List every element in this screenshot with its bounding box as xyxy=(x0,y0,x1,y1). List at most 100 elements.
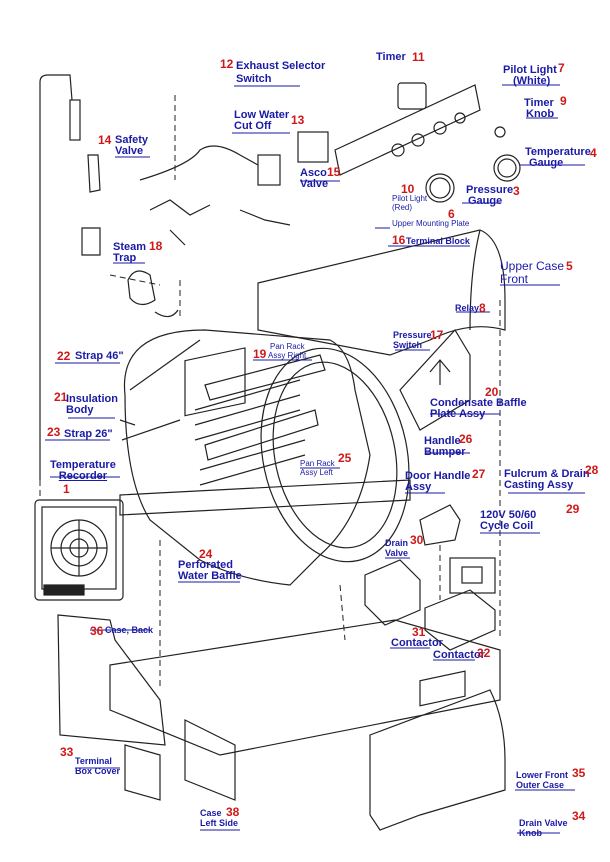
condensate-baffle xyxy=(399,329,471,431)
case-back xyxy=(57,614,166,746)
strap-26 xyxy=(121,419,181,441)
number-13: 13 xyxy=(291,113,305,127)
upper-case-front xyxy=(257,229,506,356)
piping xyxy=(139,145,291,246)
number-25: 25 xyxy=(338,451,352,465)
number-24: 24 xyxy=(199,547,213,561)
label-strap-46: Strap 46" xyxy=(75,350,124,362)
temperature-gauge-drawing xyxy=(493,154,521,182)
strap-46 xyxy=(119,339,201,426)
number-3: 3 xyxy=(513,184,520,198)
number-6: 6 xyxy=(448,207,455,221)
label-upper-mounting-plate: Upper Mounting Plate xyxy=(392,219,470,228)
number-35: 35 xyxy=(572,766,586,780)
number-16: 16 xyxy=(392,233,406,247)
label-pilot-light-red: Pilot Light(Red) xyxy=(392,194,428,212)
case-left-side xyxy=(184,719,236,801)
number-30: 30 xyxy=(410,533,424,547)
number-34: 34 xyxy=(572,809,586,823)
number-38: 38 xyxy=(226,805,240,819)
number-23: 23 xyxy=(47,425,61,439)
temperature-recorder-drawing xyxy=(34,499,124,601)
upper-mounting-plate xyxy=(334,84,481,176)
coil-box xyxy=(449,557,496,594)
low-water-cutoff-drawing xyxy=(297,131,329,163)
number-31: 31 xyxy=(412,625,426,639)
base-tray xyxy=(109,619,501,756)
pan-rack-left xyxy=(204,409,319,461)
contactor-31 xyxy=(364,559,421,626)
contactor-32 xyxy=(424,589,496,651)
label-pilot-light-white: Pilot Light(White) xyxy=(503,64,557,87)
label-contactor-31: Contactor xyxy=(391,637,443,649)
number-11: 11 xyxy=(412,50,425,64)
number-17: 17 xyxy=(430,328,444,342)
label-timer: Timer xyxy=(376,51,406,63)
number-19: 19 xyxy=(253,347,267,361)
terminal-box-cover xyxy=(124,744,161,801)
number-36: 36 xyxy=(90,624,104,638)
steam-trap-drawing xyxy=(127,270,179,318)
number-21: 21 xyxy=(54,390,68,404)
number-10: 10 xyxy=(401,182,415,196)
number-12: 12 xyxy=(220,57,234,71)
fulcrum-casting xyxy=(419,504,461,546)
number-15: 15 xyxy=(327,165,341,179)
number-26: 26 xyxy=(459,432,473,446)
pan-rack-right xyxy=(204,354,326,401)
number-27: 27 xyxy=(472,467,486,481)
number-4: 4 xyxy=(590,146,597,160)
number-5: 5 xyxy=(566,259,573,273)
asco-valve-drawing xyxy=(257,154,281,186)
number-14: 14 xyxy=(98,133,112,147)
label-case-back: Case, Back xyxy=(105,625,154,635)
safety-valve-drawing xyxy=(81,154,101,256)
number-29: 29 xyxy=(566,502,580,516)
number-9: 9 xyxy=(560,94,567,108)
number-7: 7 xyxy=(558,61,565,75)
label-contactor-32: Contactor xyxy=(433,649,485,661)
label-terminal-block: Terminal Block xyxy=(406,236,470,246)
number-8: 8 xyxy=(479,301,486,315)
number-32: 32 xyxy=(477,646,491,660)
number-28: 28 xyxy=(585,463,599,477)
chamber-body xyxy=(123,329,371,586)
timer-drawing xyxy=(397,82,427,110)
label-strap-26: Strap 26" xyxy=(64,428,113,440)
number-22: 22 xyxy=(57,349,71,363)
number-18: 18 xyxy=(149,239,163,253)
chamber-door-opening xyxy=(260,347,410,563)
base-frame xyxy=(119,479,411,516)
lower-front-outer-case xyxy=(369,689,506,831)
number-33: 33 xyxy=(60,745,74,759)
number-1: 1 xyxy=(63,482,70,496)
label-relay: Relay xyxy=(455,303,480,313)
number-20: 20 xyxy=(485,385,499,399)
